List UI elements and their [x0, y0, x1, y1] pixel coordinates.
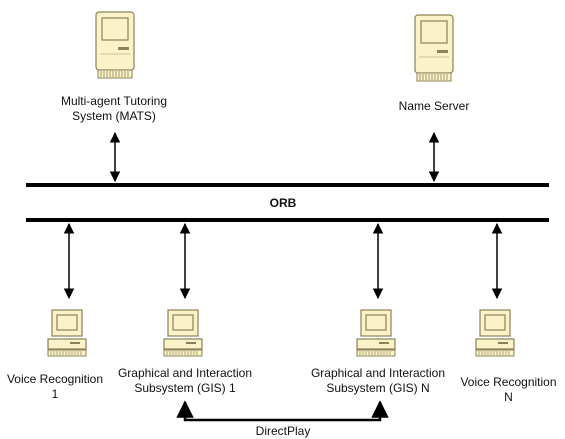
voice-1-label: Voice Recognition 1	[0, 372, 110, 402]
voice-n-label: Voice Recognition N	[456, 375, 561, 405]
voice-recognition-n-icon	[475, 309, 515, 357]
gis-1-computer-icon	[163, 309, 203, 357]
gis-1-label-line2: Subsystem (GIS) 1	[134, 381, 236, 395]
voice-1-label-line2: 1	[51, 387, 59, 401]
orb-label: ORB	[269, 196, 297, 210]
voice-recognition-1-icon	[47, 309, 87, 357]
mats-server-icon	[95, 11, 135, 79]
gis-n-label: Graphical and Interaction Subsystem (GIS…	[303, 366, 453, 396]
gis-1-label: Graphical and Interaction Subsystem (GIS…	[110, 366, 260, 396]
gis-n-label-line1: Graphical and Interaction	[310, 366, 446, 380]
mats-label: Multi-agent Tutoring System (MATS)	[44, 94, 184, 124]
gis-1-label-line1: Graphical and Interaction	[117, 366, 253, 380]
voice-n-label-line2: N	[504, 390, 513, 404]
gis-n-computer-icon	[356, 309, 396, 357]
name-server-label: Name Server	[394, 99, 474, 114]
voice-1-label-line1: Voice Recognition	[6, 372, 104, 386]
directplay-label: DirectPlay	[255, 424, 311, 438]
gis-n-label-line2: Subsystem (GIS) N	[326, 381, 430, 395]
mats-label-line2: System (MATS)	[72, 109, 156, 123]
directplay-link	[176, 400, 389, 422]
name-server-label-line1: Name Server	[398, 99, 470, 113]
mats-label-line1: Multi-agent Tutoring	[60, 94, 168, 108]
name-server-icon	[414, 14, 454, 82]
voice-n-label-line1: Voice Recognition	[460, 375, 557, 389]
